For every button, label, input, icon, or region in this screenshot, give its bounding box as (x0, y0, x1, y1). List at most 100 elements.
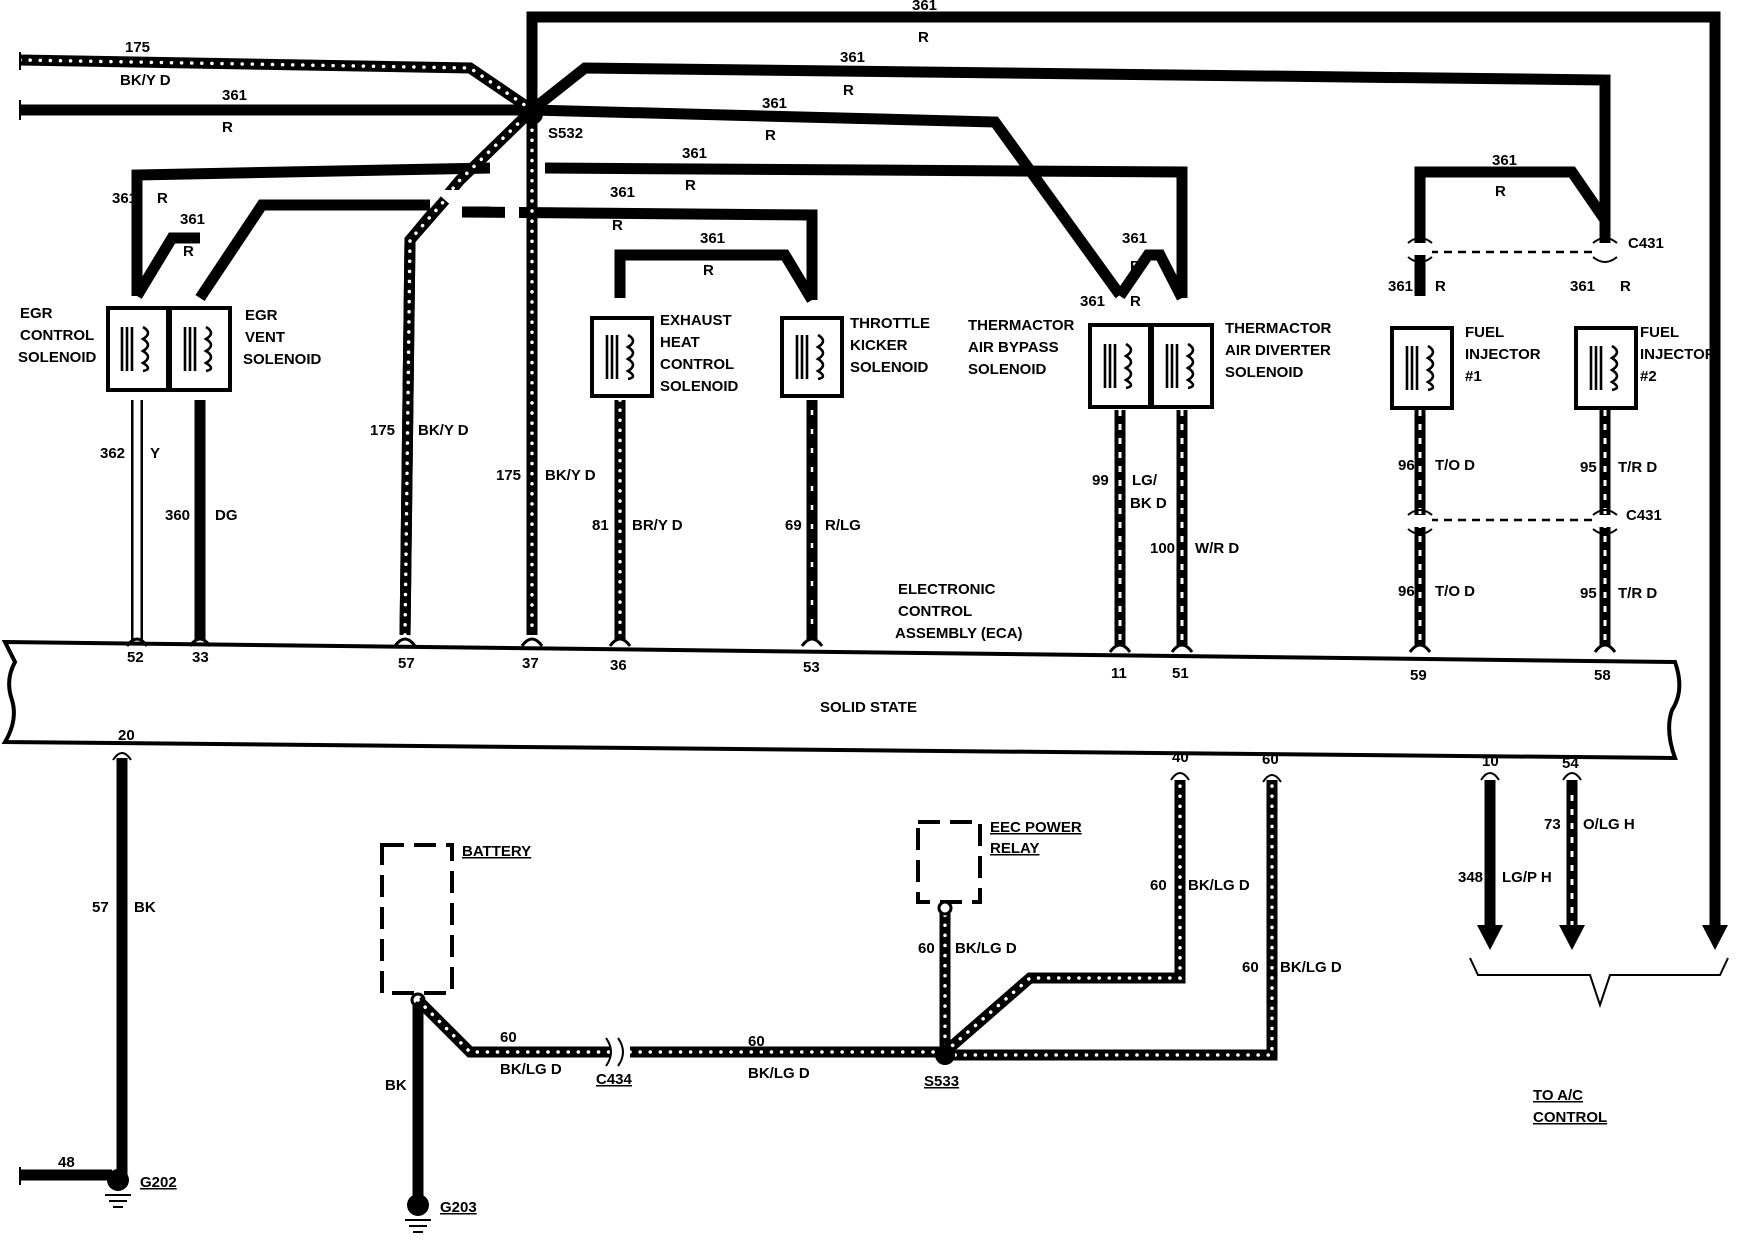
label-bypass-3: SOLENOID (968, 361, 1047, 378)
label-w99: 99 (1092, 472, 1109, 489)
label-kicker-1: THROTTLE (850, 315, 930, 332)
label-w60-d: 60 (1150, 877, 1167, 894)
label-w96b-color: T/O D (1435, 583, 1475, 600)
exhaust-heat-solenoid (590, 316, 654, 398)
pin-52: 52 (127, 649, 144, 666)
label-w361-c-color: R (765, 127, 776, 144)
label-w95a: 95 (1580, 459, 1597, 476)
pin-60: 60 (1262, 751, 1279, 768)
label-w60-c: 60 (918, 940, 935, 957)
label-injector1-2: INJECTOR (1465, 346, 1541, 363)
label-w348-color: LG/P H (1502, 869, 1552, 886)
label-injector2-3: #2 (1640, 368, 1657, 385)
pin-10: 10 (1482, 753, 1499, 770)
label-solid-state: SOLID STATE (820, 699, 917, 716)
label-w361-th2: 361 (1122, 230, 1147, 247)
label-g202: G202 (140, 1174, 177, 1191)
connector-c434 (605, 1037, 624, 1067)
label-w361-fi: 361 (1492, 152, 1517, 169)
label-w361-fi2-color: R (1620, 278, 1631, 295)
label-w361-egr2: 361 (180, 211, 205, 228)
wire-361-injector-1 (1414, 166, 1610, 296)
fuel-injector-1 (1390, 326, 1454, 410)
label-w57-color: BK (134, 899, 156, 916)
egr-control-solenoid (106, 306, 170, 392)
label-injector1-3: #1 (1465, 368, 1482, 385)
label-w361-e-color: R (612, 217, 623, 234)
pin-40: 40 (1172, 749, 1189, 766)
label-exhaust-2: HEAT (660, 334, 700, 351)
label-c434: C434 (596, 1071, 633, 1088)
pin-57: 57 (398, 655, 415, 672)
pin-36: 36 (610, 657, 627, 674)
wire-361-egr-vent (195, 199, 435, 302)
wire-60-pin40 (941, 780, 1186, 1057)
label-w95b: 95 (1580, 585, 1597, 602)
eca-pin-tips (125, 637, 1617, 653)
label-kicker-3: SOLENOID (850, 359, 929, 376)
label-w99-color2: BK D (1130, 495, 1167, 512)
label-eca-3: ASSEMBLY (ECA) (895, 625, 1023, 642)
label-w60-e-color: BK/LG D (1280, 959, 1342, 976)
lower-circuit (20, 752, 1729, 1233)
label-w175-top-color: BK/Y D (120, 72, 171, 89)
ground-g203-icon (405, 1219, 431, 1233)
pin-51: 51 (1172, 665, 1189, 682)
wires-175 (18, 54, 538, 637)
pin-33: 33 (192, 649, 209, 666)
wire-361-air-bypass (531, 104, 1125, 299)
thermactor-bypass-solenoid (1088, 323, 1152, 409)
label-w361-d-color: R (685, 177, 696, 194)
label-w69: 69 (785, 517, 802, 534)
egr-vent-solenoid (168, 306, 232, 392)
label-s533: S533 (924, 1073, 959, 1090)
wires-361 (20, 11, 1721, 930)
label-w99-color1: LG/ (1132, 472, 1158, 489)
label-w362: 362 (100, 445, 125, 462)
solenoid-return-wires (131, 398, 1611, 645)
wire-361-ac-control (526, 11, 1721, 930)
pin-58: 58 (1594, 667, 1611, 684)
label-egr-vent-1: EGR (245, 307, 278, 324)
label-eec-relay-2: RELAY (990, 840, 1039, 857)
splice-s532 (521, 103, 543, 125)
wire-60-pin60 (945, 780, 1278, 1061)
fuel-injector-2 (1574, 326, 1638, 410)
wire-361-egr-control (131, 162, 491, 296)
label-w48: 48 (58, 1154, 75, 1171)
label-injector1-1: FUEL (1465, 324, 1504, 341)
pin-59: 59 (1410, 667, 1427, 684)
wire-361-kicker (461, 206, 818, 300)
label-w81-color: BR/Y D (632, 517, 683, 534)
label-diverter-1: THERMACTOR (1225, 320, 1332, 337)
label-exhaust-3: CONTROL (660, 356, 734, 373)
c431-breaks (1407, 237, 1618, 535)
wire-361-exhaust-heat (614, 249, 817, 303)
label-w348: 348 (1458, 869, 1483, 886)
label-bypass-2: AIR BYPASS (968, 339, 1059, 356)
label-ac-control-2: CONTROL (1533, 1109, 1607, 1126)
label-egr-control-2: CONTROL (20, 327, 94, 344)
label-w175-a-color: BK/Y D (418, 422, 469, 439)
label-w60-e: 60 (1242, 959, 1259, 976)
throttle-kicker-solenoid (780, 316, 844, 398)
label-egr-vent-2: VENT (245, 329, 285, 346)
label-w361-f-color: R (703, 262, 714, 279)
label-w60-c-color: BK/LG D (955, 940, 1017, 957)
label-w361-fi1: 361 (1388, 278, 1413, 295)
wire-60-battery (414, 996, 610, 1058)
pin-53: 53 (803, 659, 820, 676)
label-w73: 73 (1544, 816, 1561, 833)
wire-361-air-diverter (544, 162, 1188, 298)
ground-g202 (107, 1169, 129, 1191)
label-injector2-1: FUEL (1640, 324, 1679, 341)
label-bypass-1: THERMACTOR (968, 317, 1075, 334)
battery-box (380, 843, 454, 995)
label-w96a: 96 (1398, 457, 1415, 474)
label-w175-a: 175 (370, 422, 395, 439)
label-w361-egr2-color: R (183, 243, 194, 260)
label-w362-color: Y (150, 445, 160, 462)
label-w361-fi1-color: R (1435, 278, 1446, 295)
